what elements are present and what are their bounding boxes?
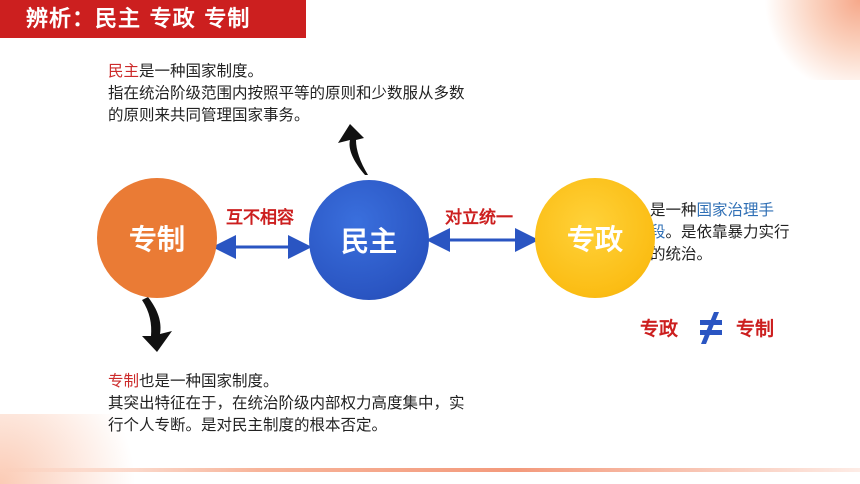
page-title: 辨析：民主 专政 专制: [0, 0, 306, 38]
bottom-decorative-line: [0, 468, 860, 472]
autocracy-line3: 行个人专断。是对民主制度的根本否定。: [108, 416, 388, 434]
autocracy-line1: 也是一种国家制度。: [139, 372, 279, 390]
circle-dictatorship: 专政: [535, 178, 655, 298]
democracy-line1: 是一种国家制度。: [139, 62, 264, 80]
corner-decoration-top-right: [750, 0, 860, 80]
relation-unity-of-opposites: 对立统一: [445, 208, 513, 228]
circle-autocracy: 专制: [97, 178, 217, 298]
autocracy-line2: 其突出特征在于，在统治阶级内部权力高度集中，实: [108, 394, 465, 412]
democracy-line3: 的原则来共同管理国家事务。: [108, 106, 310, 124]
relation-incompatible: 互不相容: [226, 208, 294, 228]
autocracy-term: 专制: [108, 372, 140, 390]
inequality-right: 专制: [736, 318, 775, 340]
democracy-definition: 民主是一种国家制度。 指在统治阶级范围内按照平等的原则和少数服从多数 的原则来共…: [108, 60, 528, 126]
circle-democracy: 民主: [309, 180, 429, 300]
dictatorship-prefix: 是一种: [650, 201, 697, 219]
democracy-line2: 指在统治阶级范围内按照平等的原则和少数服从多数: [108, 84, 465, 102]
inequality-statement: 专政 专制: [640, 314, 790, 344]
inequality-left: 专政: [640, 318, 679, 340]
not-equal-icon: [700, 312, 722, 344]
autocracy-definition: 专制也是一种国家制度。 其突出特征在于，在统治阶级内部权力高度集中，实 行个人专…: [108, 370, 528, 436]
democracy-term: 民主: [108, 62, 140, 80]
corner-decoration-bottom-left: [0, 414, 180, 484]
dictatorship-rest: 。是依靠暴力实行的统治。: [650, 223, 790, 263]
curved-arrow-down: [142, 297, 172, 352]
curved-arrow-up: [338, 124, 368, 175]
